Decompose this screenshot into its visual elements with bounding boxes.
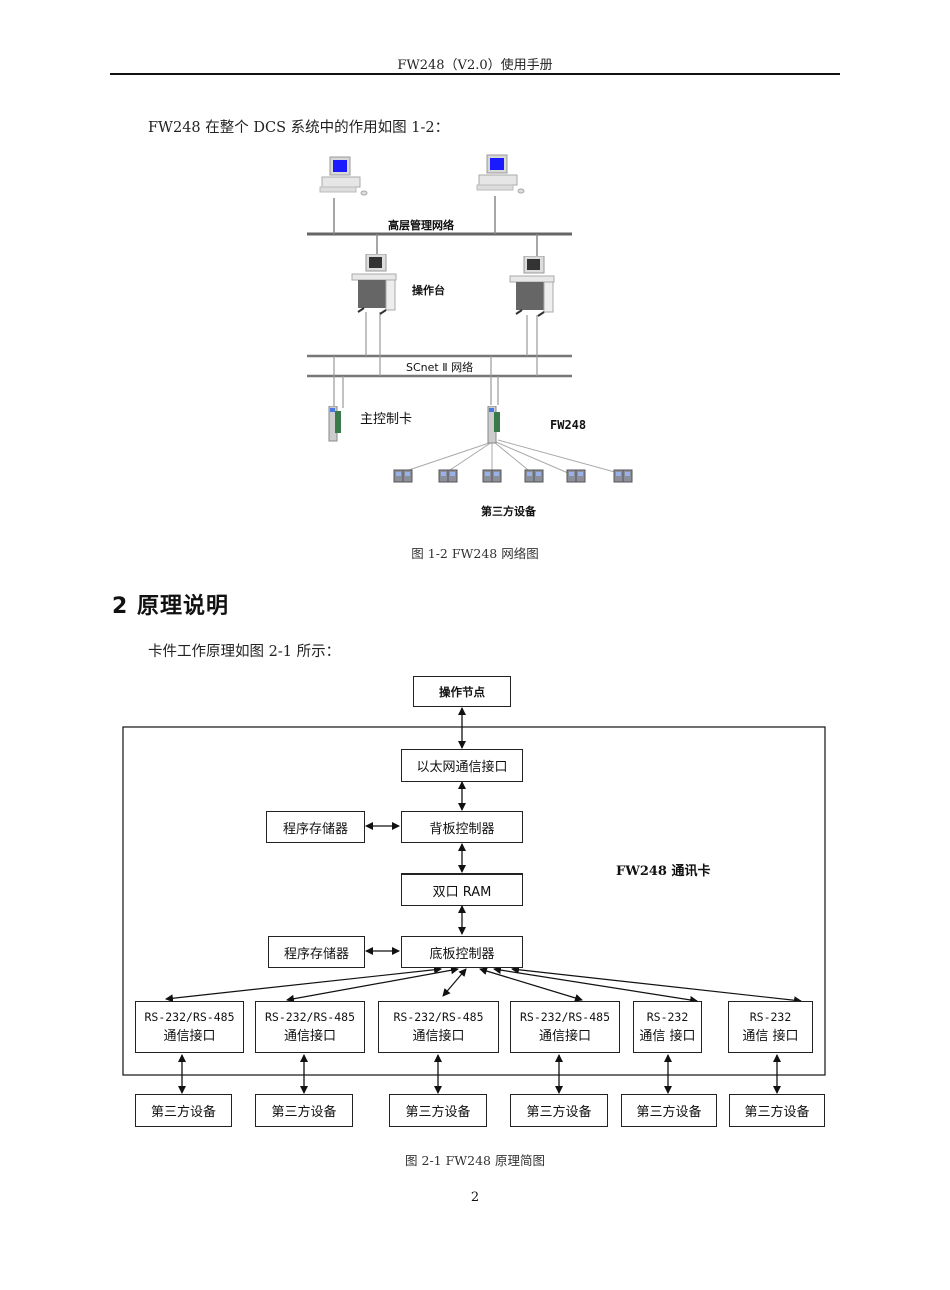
device-icon bbox=[437, 465, 461, 487]
port-type-label: RS-232/RS-485 bbox=[393, 1010, 484, 1024]
io-card-icon bbox=[486, 406, 502, 444]
third-party-device-box: 第三方设备 bbox=[510, 1094, 608, 1127]
serial-port-box: RS-232 通信 接口 bbox=[728, 1001, 813, 1053]
block-diagram-arrows bbox=[122, 707, 826, 1094]
third-party-device-box: 第三方设备 bbox=[621, 1094, 717, 1127]
main-controller-label: 主控制卡 bbox=[360, 412, 413, 427]
serial-port-box: RS-232/RS-485 通信接口 bbox=[378, 1001, 499, 1053]
program-memory-box: 程序存储器 bbox=[268, 936, 365, 968]
network-diagram: 高层管理网络 操作台 SCnet Ⅱ 网络 bbox=[0, 0, 950, 560]
figure-2-1-caption: 图 2-1 FW248 原理简图 bbox=[405, 1153, 545, 1168]
port-type-label: RS-232/RS-485 bbox=[144, 1010, 235, 1024]
serial-port-box: RS-232/RS-485 通信接口 bbox=[510, 1001, 620, 1053]
io-card-icon bbox=[327, 406, 343, 442]
program-memory-box: 程序存储器 bbox=[266, 811, 365, 843]
third-party-device-box: 第三方设备 bbox=[389, 1094, 487, 1127]
workstation-icon bbox=[318, 155, 368, 200]
upper-network-label: 高层管理网络 bbox=[388, 219, 454, 232]
running-header: FW248（V2.0）使用手册 bbox=[397, 58, 553, 73]
port-name-label: 通信 接口 bbox=[742, 1029, 799, 1044]
section2-intro: 卡件工作原理如图 2-1 所示： bbox=[148, 644, 341, 660]
device-icon bbox=[481, 465, 505, 487]
section-heading: 2 原理说明 bbox=[112, 594, 229, 619]
section1-intro: FW248 在整个 DCS 系统中的作用如图 1-2： bbox=[148, 120, 450, 136]
network-diagram-lines bbox=[307, 196, 623, 477]
port-type-label: RS-232 bbox=[749, 1010, 792, 1024]
baseboard-controller-box: 底板控制器 bbox=[401, 936, 523, 968]
header-rule bbox=[110, 73, 840, 75]
device-icon bbox=[523, 465, 547, 487]
port-type-label: RS-232 bbox=[646, 1010, 689, 1024]
device-icon bbox=[565, 465, 589, 487]
console-label: 操作台 bbox=[412, 284, 445, 297]
port-name-label: 通信 接口 bbox=[639, 1029, 696, 1044]
operation-node-box: 操作节点 bbox=[413, 676, 511, 707]
scnet-label: SCnet Ⅱ 网络 bbox=[406, 361, 474, 374]
port-name-label: 通信接口 bbox=[283, 1029, 336, 1044]
third-party-label: 第三方设备 bbox=[481, 505, 536, 518]
serial-port-box: RS-232/RS-485 通信接口 bbox=[135, 1001, 244, 1053]
device-row bbox=[0, 465, 950, 495]
serial-port-box: RS-232/RS-485 通信接口 bbox=[255, 1001, 365, 1053]
device-icon bbox=[392, 465, 416, 487]
fw248-label: FW248 bbox=[550, 418, 587, 432]
port-name-label: 通信接口 bbox=[163, 1029, 216, 1044]
console-desk-icon bbox=[350, 254, 400, 316]
port-type-label: RS-232/RS-485 bbox=[264, 1010, 355, 1024]
port-name-label: 通信接口 bbox=[412, 1029, 465, 1044]
dual-port-ram-box: 双口 RAM bbox=[401, 873, 523, 906]
card-frame bbox=[122, 726, 826, 1076]
third-party-device-box: 第三方设备 bbox=[729, 1094, 825, 1127]
port-type-label: RS-232/RS-485 bbox=[519, 1010, 610, 1024]
block-diagram: 操作节点 以太网通信接口 背板控制器 程序存储器 双口 RAM 底板控制器 程序… bbox=[122, 676, 826, 1127]
serial-port-box: RS-232 通信 接口 bbox=[633, 1001, 702, 1053]
console-desk-icon bbox=[508, 256, 558, 318]
page-number: 2 bbox=[470, 1190, 480, 1205]
third-party-device-box: 第三方设备 bbox=[135, 1094, 232, 1127]
figure-1-2-caption: 图 1-2 FW248 网络图 bbox=[411, 546, 539, 561]
ethernet-interface-box: 以太网通信接口 bbox=[401, 749, 523, 782]
device-icon bbox=[612, 465, 636, 487]
workstation-icon bbox=[475, 153, 525, 198]
port-name-label: 通信接口 bbox=[538, 1029, 591, 1044]
card-label: FW248 通讯卡 bbox=[616, 864, 711, 879]
third-party-device-box: 第三方设备 bbox=[255, 1094, 353, 1127]
backplane-controller-box: 背板控制器 bbox=[401, 811, 523, 843]
